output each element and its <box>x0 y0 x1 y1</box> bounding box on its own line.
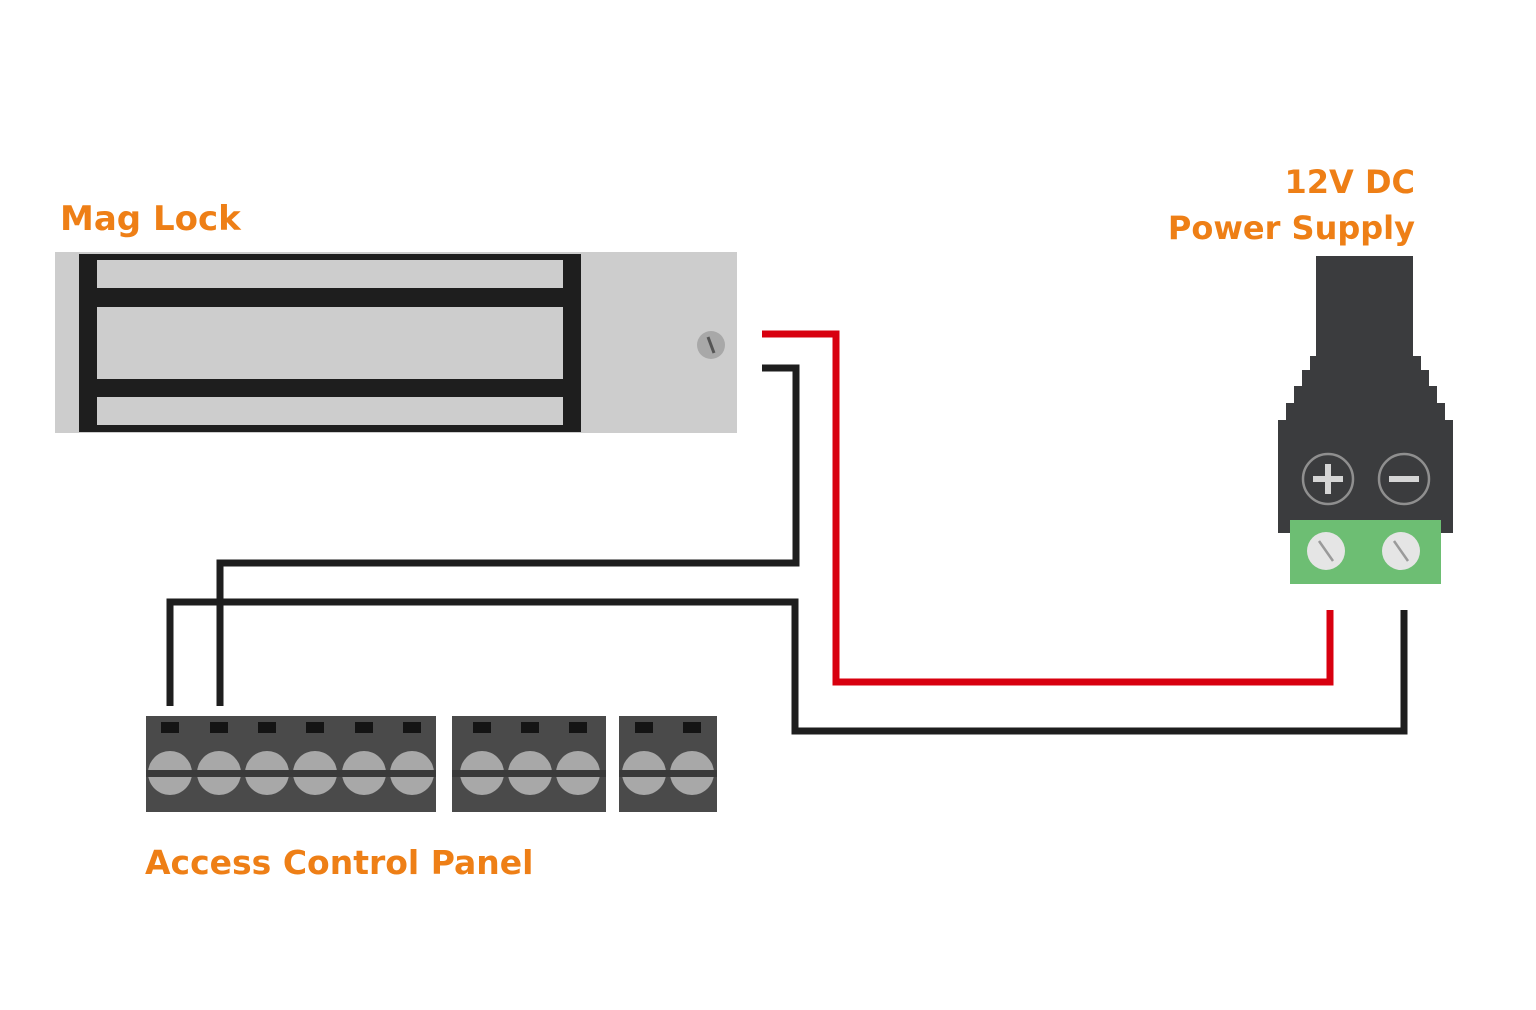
wire-black-lock-to-panel <box>216 364 800 706</box>
power-supply-housing <box>1278 256 1453 533</box>
power-supply-label-line1: 12V DC <box>1285 163 1415 201</box>
terminal-block <box>146 716 436 812</box>
screw-icon <box>697 331 725 359</box>
screw-icon <box>1307 532 1345 570</box>
mag-lock <box>55 252 737 433</box>
power-supply-label-line2: Power Supply <box>1168 209 1415 247</box>
plus-icon <box>1301 452 1355 506</box>
terminal-block <box>619 716 717 812</box>
minus-icon <box>1377 452 1431 506</box>
access-control-panel <box>146 716 717 812</box>
terminal-block <box>452 716 606 812</box>
mag-lock-slot <box>97 397 563 425</box>
wire-red-lock-to-psu-positive <box>762 330 1334 686</box>
wire-black-panel-to-psu-negative <box>166 598 1408 735</box>
mag-lock-label: Mag Lock <box>60 199 242 239</box>
mag-lock-slot <box>97 260 563 288</box>
screw-icon <box>1382 532 1420 570</box>
power-supply-connector <box>1278 256 1453 584</box>
access-control-panel-label: Access Control Panel <box>145 843 533 882</box>
mag-lock-slot <box>97 307 563 379</box>
wires <box>166 330 1408 735</box>
labels: Mag Lock 12V DC Power Supply Access Cont… <box>60 163 1415 882</box>
